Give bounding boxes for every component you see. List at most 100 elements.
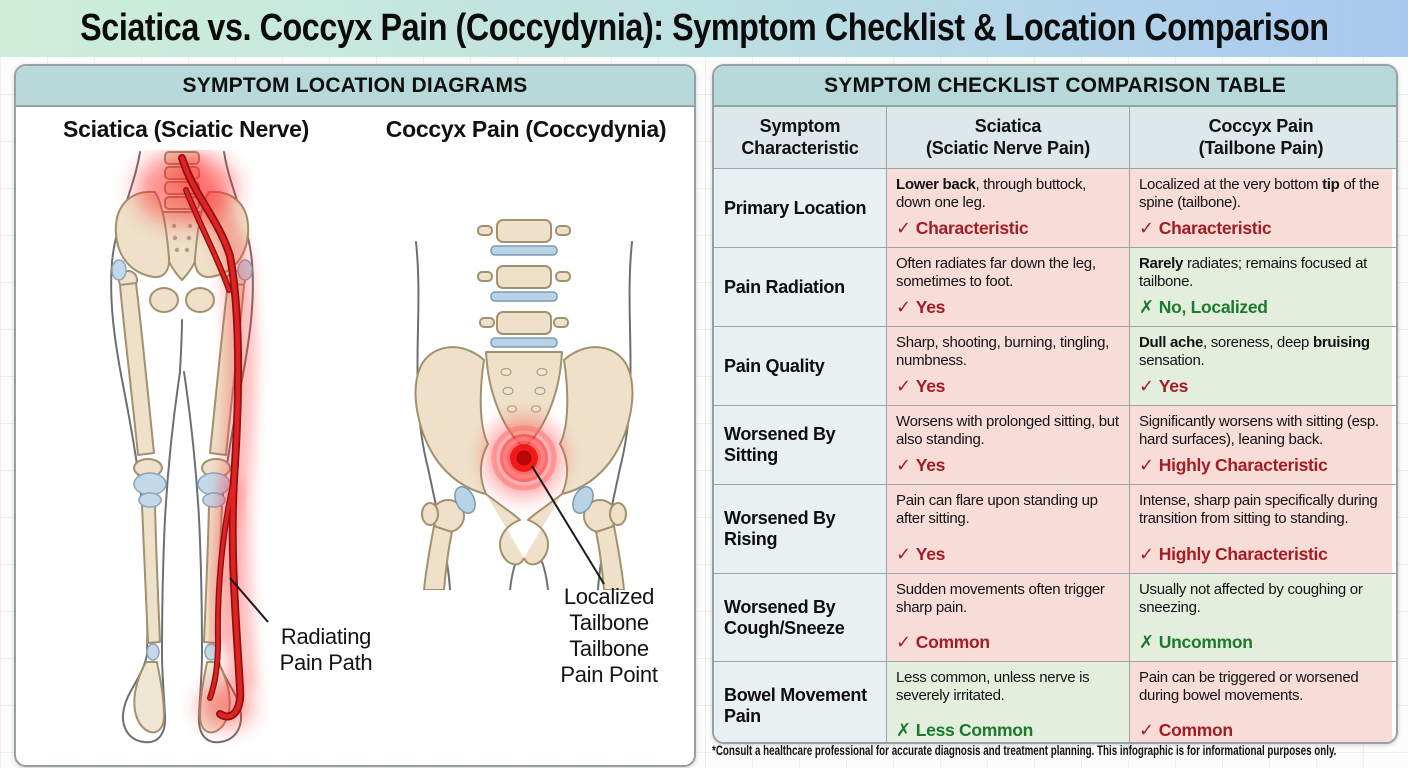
hip-cartilage-icon <box>454 486 594 514</box>
verdict: ✓Yes <box>896 455 1120 476</box>
sciatica-cell: Less common, unless nerve is severely ir… <box>887 662 1130 742</box>
symptom-description: Pain can be triggered or worsened during… <box>1139 669 1359 704</box>
diagrams-panel-header: SYMPTOM LOCATION DIAGRAMS <box>16 66 694 107</box>
verdict: ✓Highly Characteristic <box>1139 544 1383 565</box>
symptom-row: Pain Quality Sharp, shooting, burning, ti… <box>714 327 1396 406</box>
disclaimer-text: *Consult a healthcare professional for a… <box>712 742 1337 758</box>
column-header: Symptom Characteristic <box>714 107 887 168</box>
cross-icon: ✗ <box>1139 297 1154 317</box>
check-icon: ✓ <box>1139 455 1154 475</box>
coccyx-cell: Pain can be triggered or worsened during… <box>1130 662 1392 742</box>
sciatica-cell: Often radiates far down the leg, sometim… <box>887 248 1130 326</box>
check-icon: ✓ <box>896 455 911 475</box>
coccyx-cell: Intense, sharp pain specifically during … <box>1130 485 1392 573</box>
check-icon: ✓ <box>1139 376 1154 396</box>
verdict: ✓Highly Characteristic <box>1139 455 1383 476</box>
verdict-text: Characteristic <box>915 218 1029 238</box>
symptom-description: Sudden movements often trigger sharp pai… <box>896 581 1105 616</box>
sciatica-cell: Lower back, through buttock, down one le… <box>887 169 1130 247</box>
symptom-description: Intense, sharp pain specifically during … <box>1139 492 1378 527</box>
characteristic-label: Worsened By Sitting <box>714 406 887 484</box>
characteristic-label: Bowel Movement Pain <box>714 662 887 742</box>
verdict-text: Yes <box>915 376 946 396</box>
sciatic-nerve-icon <box>178 154 245 721</box>
tailbone-pain-bullseye-icon <box>476 410 572 506</box>
coccyx-cell: Dull ache, soreness, deep bruising sensa… <box>1130 327 1392 405</box>
coccyx-pelvis-diagram <box>414 219 634 590</box>
column-header: Coccyx Pain (Tailbone Pain) <box>1198 115 1324 158</box>
verdict: ✓Yes <box>896 376 1120 397</box>
symptom-description: Lower back, through buttock, down one le… <box>896 176 1087 211</box>
characteristic-label: Worsened By Cough/Sneeze <box>714 574 887 661</box>
verdict: ✓Characteristic <box>1139 218 1383 239</box>
verdict: ✗Uncommon <box>1139 632 1383 653</box>
sciatica-cell: Pain can flare upon standing up after si… <box>887 485 1130 573</box>
symptom-description: Pain can flare upon standing up after si… <box>896 492 1098 527</box>
lumbar-spine-icon <box>477 219 571 348</box>
verdict-text: Yes <box>915 455 946 475</box>
verdict-text: Highly Characteristic <box>1158 544 1328 564</box>
verdict-text: Common <box>1158 720 1233 740</box>
verdict-text: Yes <box>1158 376 1189 396</box>
verdict-text: Less Common <box>915 720 1034 740</box>
symptom-description: Dull ache, soreness, deep bruising sensa… <box>1139 334 1370 369</box>
page-title: Sciatica vs. Coccyx Pain (Coccydynia): S… <box>79 7 1329 49</box>
verdict: ✓Common <box>1139 720 1383 741</box>
sciatica-cell: Sudden movements often trigger sharp pai… <box>887 574 1130 661</box>
sciatica-diagram-title: Sciatica (Sciatic Nerve) <box>63 116 309 142</box>
characteristic-label: Pain Quality <box>714 327 887 405</box>
verdict: ✗Less Common <box>896 720 1120 741</box>
check-icon: ✓ <box>1139 218 1154 238</box>
symptom-row: Bowel Movement Pain Less common, unless n… <box>714 662 1396 742</box>
verdict: ✓Characteristic <box>896 218 1120 239</box>
symptom-description: Less common, unless nerve is severely ir… <box>896 669 1090 704</box>
symptom-description: Often radiates far down the leg, sometim… <box>896 255 1096 290</box>
sciatica-body-diagram <box>110 151 269 744</box>
characteristic-label: Worsened By Rising <box>714 485 887 573</box>
symptom-description: Worsens with prolonged sitting, but also… <box>896 413 1119 448</box>
cross-icon: ✗ <box>1139 632 1154 652</box>
symptom-row: Primary Location Lower back, through butt… <box>714 169 1396 248</box>
check-icon: ✓ <box>896 297 911 317</box>
check-icon: ✓ <box>896 632 911 652</box>
verdict-text: No, Localized <box>1158 297 1268 317</box>
verdict: ✗No, Localized <box>1139 297 1383 318</box>
cross-icon: ✗ <box>896 720 911 740</box>
check-icon: ✓ <box>1139 544 1154 564</box>
symptom-description: Localized at the very bottom tip of the … <box>1139 176 1380 211</box>
sacrum-foramina-icon <box>171 223 193 253</box>
symptom-description: Sharp, shooting, burning, tingling, numb… <box>896 334 1109 369</box>
check-icon: ✓ <box>896 544 911 564</box>
table-panel-header: SYMPTOM CHECKLIST COMPARISON TABLE <box>714 66 1396 107</box>
sciatica-cell: Sharp, shooting, burning, tingling, numb… <box>887 327 1130 405</box>
verdict-text: Yes <box>915 297 946 317</box>
verdict-text: Uncommon <box>1158 632 1253 652</box>
symptom-row: Worsened By Cough/Sneeze Sudden movements… <box>714 574 1396 662</box>
coccyx-cell: Usually not affected by coughing or snee… <box>1130 574 1392 661</box>
characteristic-label: Primary Location <box>714 169 887 247</box>
symptom-description: Usually not affected by coughing or snee… <box>1139 581 1363 616</box>
sacral-foramina-icon <box>500 367 548 413</box>
symptom-description: Rarely radiates; remains focused at tail… <box>1139 255 1367 290</box>
tailbone-callout-line-icon <box>531 465 605 585</box>
column-header: Sciatica (Sciatic Nerve Pain) <box>887 107 1130 168</box>
symptom-row: Worsened By Sitting Worsens with prolonge… <box>714 406 1396 485</box>
tailbone-pain-point-label: Localized Tailbone Tailbone Pain Point <box>560 584 658 687</box>
verdict: ✓Common <box>896 632 1120 653</box>
coccyx-diagram-title: Coccyx Pain (Coccydynia) <box>385 116 667 142</box>
radiating-pain-path-label: Radiating Pain Path <box>279 624 373 675</box>
check-icon: ✓ <box>896 218 911 238</box>
symptom-description: Significantly worsens with sitting (esp.… <box>1139 413 1379 448</box>
verdict-text: Yes <box>915 544 946 564</box>
characteristic-label: Pain Radiation <box>714 248 887 326</box>
verdict-text: Highly Characteristic <box>1158 455 1328 475</box>
verdict: ✓Yes <box>896 297 1120 318</box>
sciatica-cell: Worsens with prolonged sitting, but also… <box>887 406 1130 484</box>
verdict: ✓Yes <box>896 544 1120 565</box>
table-body: Primary Location Lower back, through butt… <box>714 169 1396 742</box>
coccyx-cell: Significantly worsens with sitting (esp.… <box>1130 406 1392 484</box>
radiating-pain-callout-line-icon <box>229 577 269 623</box>
symptom-row: Worsened By Rising Pain can flare upon st… <box>714 485 1396 574</box>
check-icon: ✓ <box>1139 720 1154 740</box>
